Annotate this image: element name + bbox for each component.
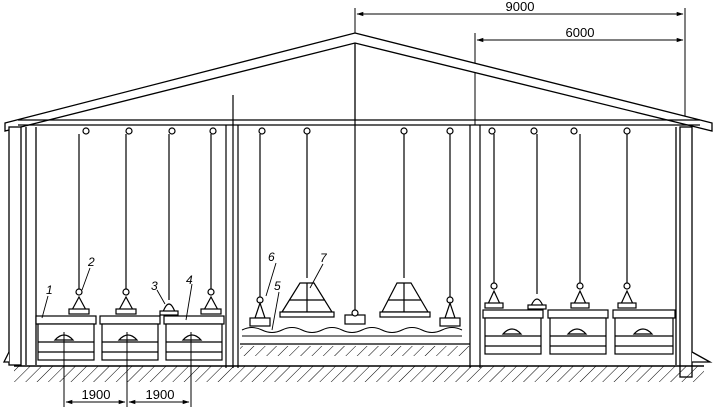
litter-bedding bbox=[241, 327, 463, 337]
dimension-1900-pair bbox=[63, 332, 192, 407]
callout-1: 1 bbox=[46, 283, 53, 297]
drinker-6 bbox=[249, 296, 271, 327]
ceiling-pulleys bbox=[82, 127, 631, 135]
hopper-feeder-right bbox=[379, 282, 431, 318]
drinker-right bbox=[439, 296, 461, 327]
callout-5: 5 bbox=[274, 279, 281, 293]
callout-6: 6 bbox=[268, 250, 275, 264]
dimension-label-9000: 9000 bbox=[506, 0, 535, 14]
dimension-9000: 9000 bbox=[354, 0, 686, 120]
callout-4: 4 bbox=[186, 273, 193, 287]
left-nest-box-group bbox=[35, 134, 225, 361]
feeder-2 bbox=[115, 288, 137, 315]
nest-box-2 bbox=[99, 315, 161, 361]
dimension-label-1900-first: 1900 bbox=[82, 387, 111, 402]
dimension-6000: 6000 bbox=[474, 25, 684, 125]
callout-3: 3 bbox=[151, 279, 158, 293]
hopper-feeder-7 bbox=[279, 282, 335, 318]
nest-box-right-2 bbox=[547, 309, 609, 355]
dimension-label-1900-second: 1900 bbox=[146, 387, 175, 402]
nest-box-right-1 bbox=[482, 309, 544, 355]
roof bbox=[4, 32, 713, 132]
right-nest-box-group bbox=[482, 134, 676, 355]
right-column bbox=[675, 126, 713, 378]
callout-7: 7 bbox=[320, 251, 328, 265]
ground bbox=[14, 343, 704, 382]
dimension-label-6000: 6000 bbox=[566, 25, 595, 40]
right-pen-partition bbox=[469, 125, 481, 368]
nest-box-1 bbox=[35, 315, 97, 361]
center-drinker bbox=[344, 309, 366, 325]
feeder-4 bbox=[200, 288, 222, 315]
middle-alley-equipment bbox=[249, 121, 461, 327]
left-pen-partition bbox=[225, 95, 239, 368]
callouts bbox=[41, 262, 324, 331]
left-column bbox=[2, 126, 37, 366]
callout-2: 2 bbox=[87, 255, 95, 269]
nest-box-right-3 bbox=[612, 309, 676, 355]
feeder-1 bbox=[68, 288, 90, 315]
nest-box-3 bbox=[163, 315, 225, 361]
feeder-3 bbox=[159, 303, 179, 316]
